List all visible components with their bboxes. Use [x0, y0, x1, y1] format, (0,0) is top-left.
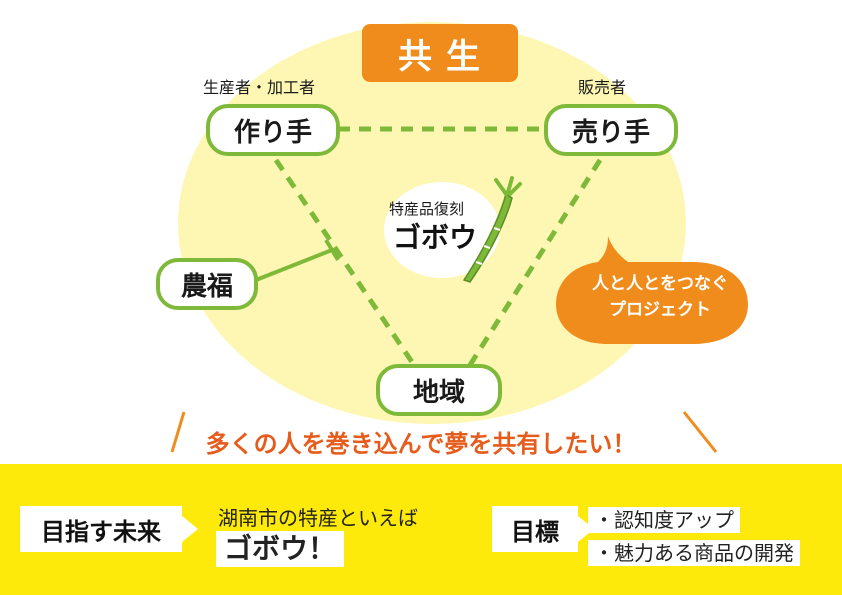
future-label: 目指す未来 [20, 506, 182, 552]
welfare-connector-tick [324, 238, 340, 262]
bubble-line-1: 人と人とをつなぐ [592, 274, 728, 294]
welfare-node: 農福 [156, 258, 258, 310]
slogan-slash-left [170, 411, 186, 453]
bubble-text: 人と人とをつなぐ プロジェクト [572, 271, 748, 323]
goal-item-1: ・認知度アップ [588, 507, 740, 533]
goal-label: 目標 [492, 506, 578, 552]
region-node: 地域 [376, 364, 502, 416]
goal-item-2: ・魅力ある商品の開発 [588, 540, 800, 566]
maker-caption: 生産者・加工者 [203, 78, 316, 97]
speech-bubble [556, 236, 748, 344]
title-badge: 共生 [362, 24, 518, 82]
burdock-root-icon [462, 176, 522, 283]
future-arrow-icon [182, 516, 198, 542]
seller-node: 売り手 [544, 104, 678, 156]
welfare-connector [255, 248, 333, 282]
center-caption: 特産品復刻 [389, 200, 465, 218]
slogan-slash-right [682, 411, 718, 453]
future-text-line-1: 湖南市の特産といえば [218, 506, 418, 530]
bubble-line-2: プロジェクト [609, 300, 711, 320]
seller-caption: 販売者 [578, 78, 627, 97]
slogan: 多くの人を巻き込んで夢を共有したい！ [205, 430, 637, 458]
future-text-line-2: ゴボウ！ [216, 531, 345, 567]
goal-arrow-icon [578, 516, 594, 542]
center-title: ゴボウ [393, 221, 478, 254]
maker-node: 作り手 [206, 104, 340, 156]
